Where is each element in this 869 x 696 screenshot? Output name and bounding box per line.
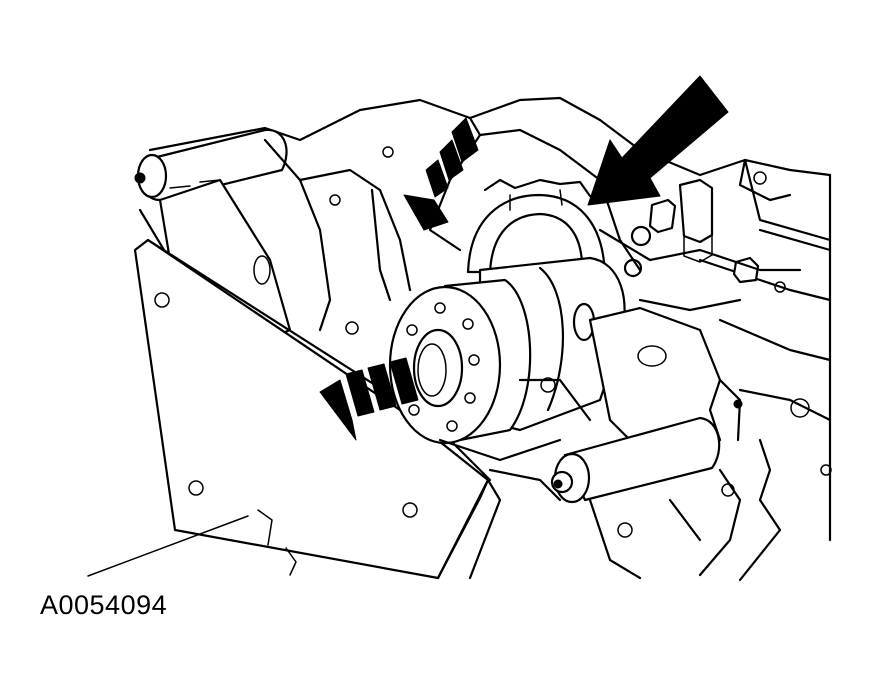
tool-bracket-left (134, 128, 412, 352)
seal-installer-tool (345, 256, 626, 445)
dashed-arrow-left-icon (319, 357, 419, 441)
tool-bracket-right (438, 306, 743, 504)
figure-reference-code: A0054094 (40, 590, 168, 620)
large-arrow-icon (587, 75, 729, 206)
dashed-arrow-top-icon (403, 117, 479, 231)
engine-block-outline (148, 96, 832, 582)
